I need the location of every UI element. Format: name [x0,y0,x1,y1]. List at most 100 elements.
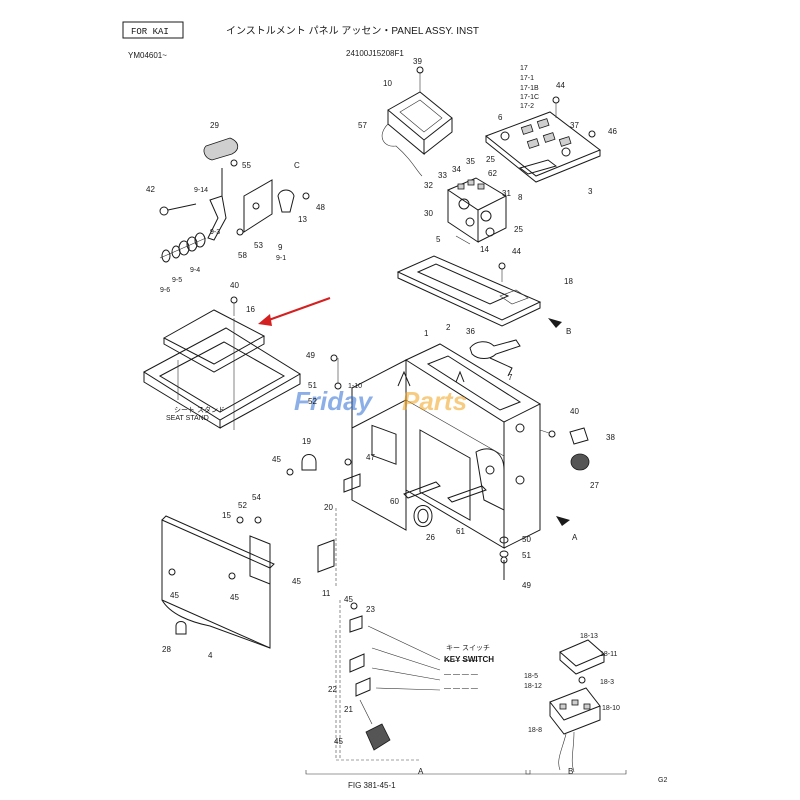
for-kai-box [122,21,184,39]
callout-53: 53 [254,241,263,250]
section-label-a: A [418,767,424,776]
callout-57: 57 [358,121,367,130]
callout-18-12: 18-12 [524,683,542,690]
callout-27: 27 [590,481,599,490]
callout-45-e: 45 [344,595,353,604]
callout-13: 13 [298,215,307,224]
seat-stand-group [143,296,301,430]
panel-frame-group [396,255,542,327]
callout-29: 29 [210,121,219,130]
section-label-b: B [568,767,573,776]
svg-text:Parts: Parts [402,386,467,416]
switch-panel-group [485,96,602,183]
callout-61: 61 [456,527,465,536]
red-pointer-arrow [258,297,331,326]
callout-19: 19 [302,437,311,446]
callout-33: 33 [438,171,447,180]
seat-stand-en: SEAT STAND [166,415,209,422]
callout-17: 17 [520,65,528,72]
callout-18-3: 18-3 [600,679,614,686]
section-marker-c: C [294,161,300,170]
callout-55: 55 [242,161,251,170]
callout-45-b: 45 [292,577,301,586]
callout-4: 4 [208,651,213,660]
callout-18-13: 18-13 [580,633,598,640]
callout-62: 62 [488,169,497,178]
callout-18-10: 18-10 [602,705,620,712]
callout-49-low: 49 [522,581,531,590]
main-frame [351,339,542,549]
diagram-title: インストルメント パネル アッセン・PANEL ASSY. INST [226,25,479,37]
callout-1: 1 [424,329,429,338]
callout-40-right: 40 [570,407,579,416]
watermark: Friday Parts [294,386,467,416]
callout-28: 28 [162,645,171,654]
callout-48: 48 [316,203,325,212]
callout-9-4: 9-4 [190,267,200,274]
callout-47: 47 [366,453,375,462]
callout-16: 16 [246,305,255,314]
callout-26: 26 [426,533,435,542]
callout-44-mid: 44 [512,247,521,256]
footer: FIG 381-45-1 G2 [348,777,667,790]
fastener-stack [499,536,509,580]
lower-small-parts [286,354,487,527]
callout-9-3: 9-3 [210,229,220,236]
callout-17-2: 17-2 [520,103,534,110]
callout-25-top: 25 [486,155,495,164]
callout-9-5: 9-5 [172,277,182,284]
callout-2: 2 [446,323,451,332]
callout-45-c: 45 [170,591,179,600]
part-code: 24100J15208F1 [346,49,404,58]
callout-30: 30 [424,209,433,218]
key-switch-en: KEY SWITCH [444,655,494,664]
callout-10: 10 [383,79,392,88]
key-line-3: — — — — [444,685,478,692]
callout-9-6: 9-6 [160,287,170,294]
key-switch-jp: キー スイッチ [446,644,490,652]
lever-assembly-group [159,137,310,263]
section-brackets [305,508,627,775]
callout-18-5: 18-5 [524,673,538,680]
callout-14: 14 [480,245,489,254]
figure-number: FIG 381-45-1 [348,781,396,790]
callout-18-8: 18-8 [528,727,542,734]
callout-42: 42 [146,185,155,194]
callout-1-10: 1-10 [348,383,362,390]
callout-25-mid: 25 [514,225,523,234]
callout-18-11: 18-11 [600,651,617,658]
callout-9: 9 [278,243,283,252]
callout-50: 50 [522,535,531,544]
seat-stand-jp: シート スタンド [174,405,225,414]
callout-35: 35 [466,157,475,166]
callout-21: 21 [344,705,353,714]
detail-b [549,639,605,773]
callout-44-top: 44 [556,81,565,90]
washer-stack [159,232,207,263]
callout-40-top: 40 [230,281,239,290]
callout-32: 32 [424,181,433,190]
key-switch-detail: — — — — — — — — — — — — [335,602,478,761]
cap-parts [539,427,590,471]
callout-15: 15 [222,511,231,520]
view-arrow-b [548,318,562,328]
callout-46: 46 [608,127,617,136]
callout-17-1c: 17-1C [520,94,539,101]
for-kai-tag: FOR KAI [131,27,169,37]
callout-9-1: 9-1 [276,255,286,262]
callout-31: 31 [502,189,511,198]
callout-54: 54 [252,493,261,502]
callout-6: 6 [498,113,503,122]
callout-49-mid: 49 [306,351,315,360]
callout-11: 11 [322,589,331,598]
page-number: G2 [658,777,667,784]
svg-text:Friday: Friday [294,386,374,416]
callout-23: 23 [366,605,375,614]
side-panel [161,515,335,649]
callout-17-1: 17-1 [520,75,534,82]
callout-52-mid: 52 [308,397,317,406]
callout-51-mid: 51 [308,381,317,390]
callout-22: 22 [328,685,337,694]
callout-51-low: 51 [522,551,531,560]
callout-36: 36 [466,327,475,336]
